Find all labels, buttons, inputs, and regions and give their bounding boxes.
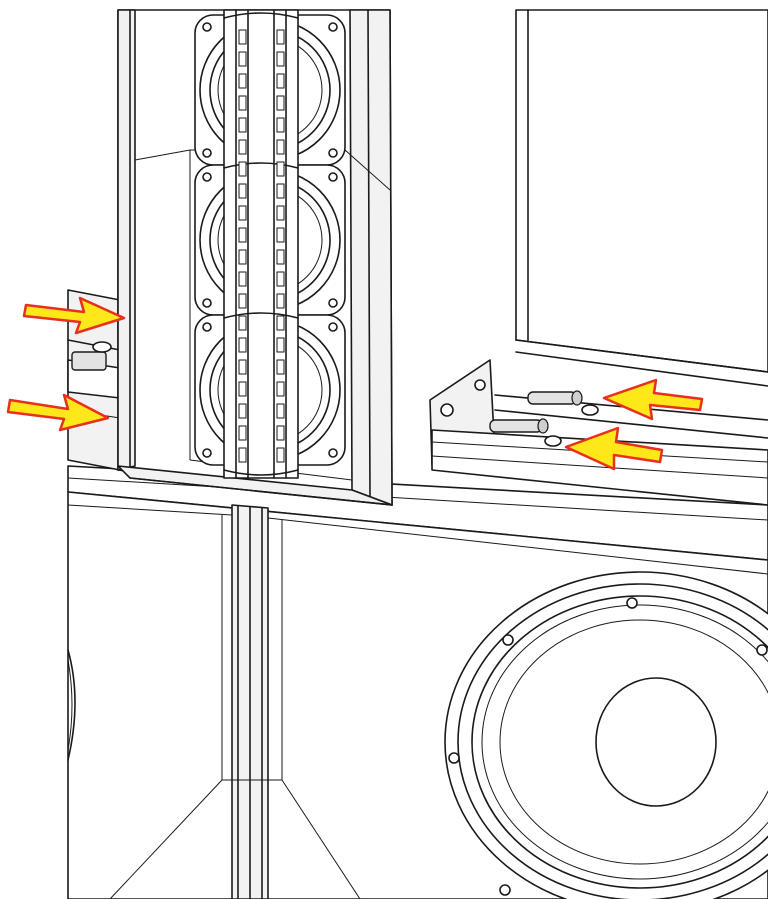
arrow-right-lower [564, 426, 664, 471]
callout-arrows [6, 296, 704, 471]
waveguide-slot [238, 29, 247, 45]
waveguide-slot [238, 227, 247, 243]
waveguide-slot [238, 337, 247, 353]
waveguide-slot [238, 51, 247, 67]
waveguide-slot [238, 183, 247, 199]
arrow-left-lower [6, 393, 110, 432]
waveguide-slot [238, 271, 247, 287]
arrow-right-upper [602, 378, 704, 421]
waveguide-slot [276, 117, 285, 133]
waveguide-slot [276, 95, 285, 111]
waveguide-slot [276, 51, 285, 67]
waveguide-slot [276, 425, 285, 441]
waveguide-slot [238, 447, 247, 463]
waveguide-slot [238, 403, 247, 419]
waveguide-slot [238, 293, 247, 309]
waveguide-slot [238, 425, 247, 441]
waveguide-slot [238, 359, 247, 375]
waveguide-slot [276, 183, 285, 199]
waveguide-slot [238, 73, 247, 89]
waveguide-slot [276, 227, 285, 243]
waveguide-slot [276, 337, 285, 353]
waveguide-slot [276, 447, 285, 463]
waveguide-slot [276, 249, 285, 265]
waveguide-slots [238, 29, 285, 463]
rail-pin-icon [489, 383, 655, 447]
waveguide-slot [276, 139, 285, 155]
rear-cabinet [515, 9, 768, 387]
waveguide-slot [276, 381, 285, 397]
waveguide-slot [238, 381, 247, 397]
waveguide-slot [238, 205, 247, 221]
waveguide-slot [238, 139, 247, 155]
waveguide-slot [276, 271, 285, 287]
waveguide-slot [238, 249, 247, 265]
waveguide-slot [276, 293, 285, 309]
waveguide-slot [276, 73, 285, 89]
waveguide-slot [238, 315, 247, 331]
waveguide-slot [276, 315, 285, 331]
waveguide-column [223, 9, 299, 479]
waveguide-slot [238, 117, 247, 133]
waveguide-slot [238, 161, 247, 177]
line-array-module [117, 9, 393, 506]
right-mounting-rail [429, 359, 768, 506]
waveguide-slot [276, 205, 285, 221]
waveguide-slot [276, 29, 285, 45]
waveguide-slot [276, 359, 285, 375]
woofer-driver [444, 571, 768, 899]
woofer-screw-icon [448, 597, 768, 896]
waveguide-slot [238, 95, 247, 111]
waveguide-slot [276, 161, 285, 177]
arrow-left-upper [22, 296, 126, 335]
waveguide-slot [276, 403, 285, 419]
